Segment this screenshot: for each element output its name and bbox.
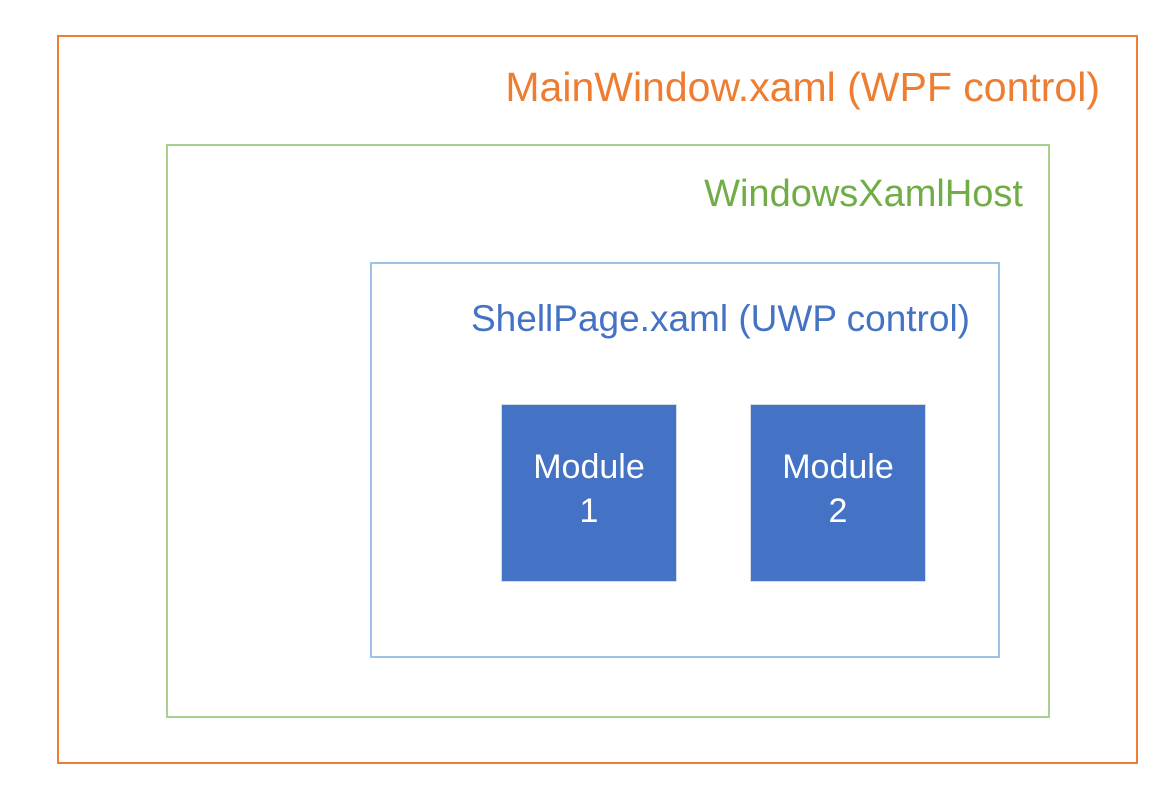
module-1-text: Module 1 [533, 446, 645, 533]
module-2-line1: Module [782, 448, 894, 487]
module-1-line1: Module [533, 448, 645, 487]
module-1-line2: 1 [579, 492, 599, 530]
wpf-host-label: MainWindow.xaml (WPF control) [505, 64, 1100, 110]
uwp-shell-container [370, 262, 1000, 658]
module-2-line2: 2 [828, 492, 848, 530]
module-block-1: Module 1 [501, 404, 677, 582]
module-2-text: Module 2 [782, 446, 894, 533]
module-block-2: Module 2 [750, 404, 926, 582]
xaml-host-label: WindowsXamlHost [704, 173, 1023, 215]
wpf-host-container [57, 35, 1138, 764]
uwp-shell-label: ShellPage.xaml (UWP control) [471, 298, 970, 339]
xaml-host-container [166, 144, 1050, 718]
